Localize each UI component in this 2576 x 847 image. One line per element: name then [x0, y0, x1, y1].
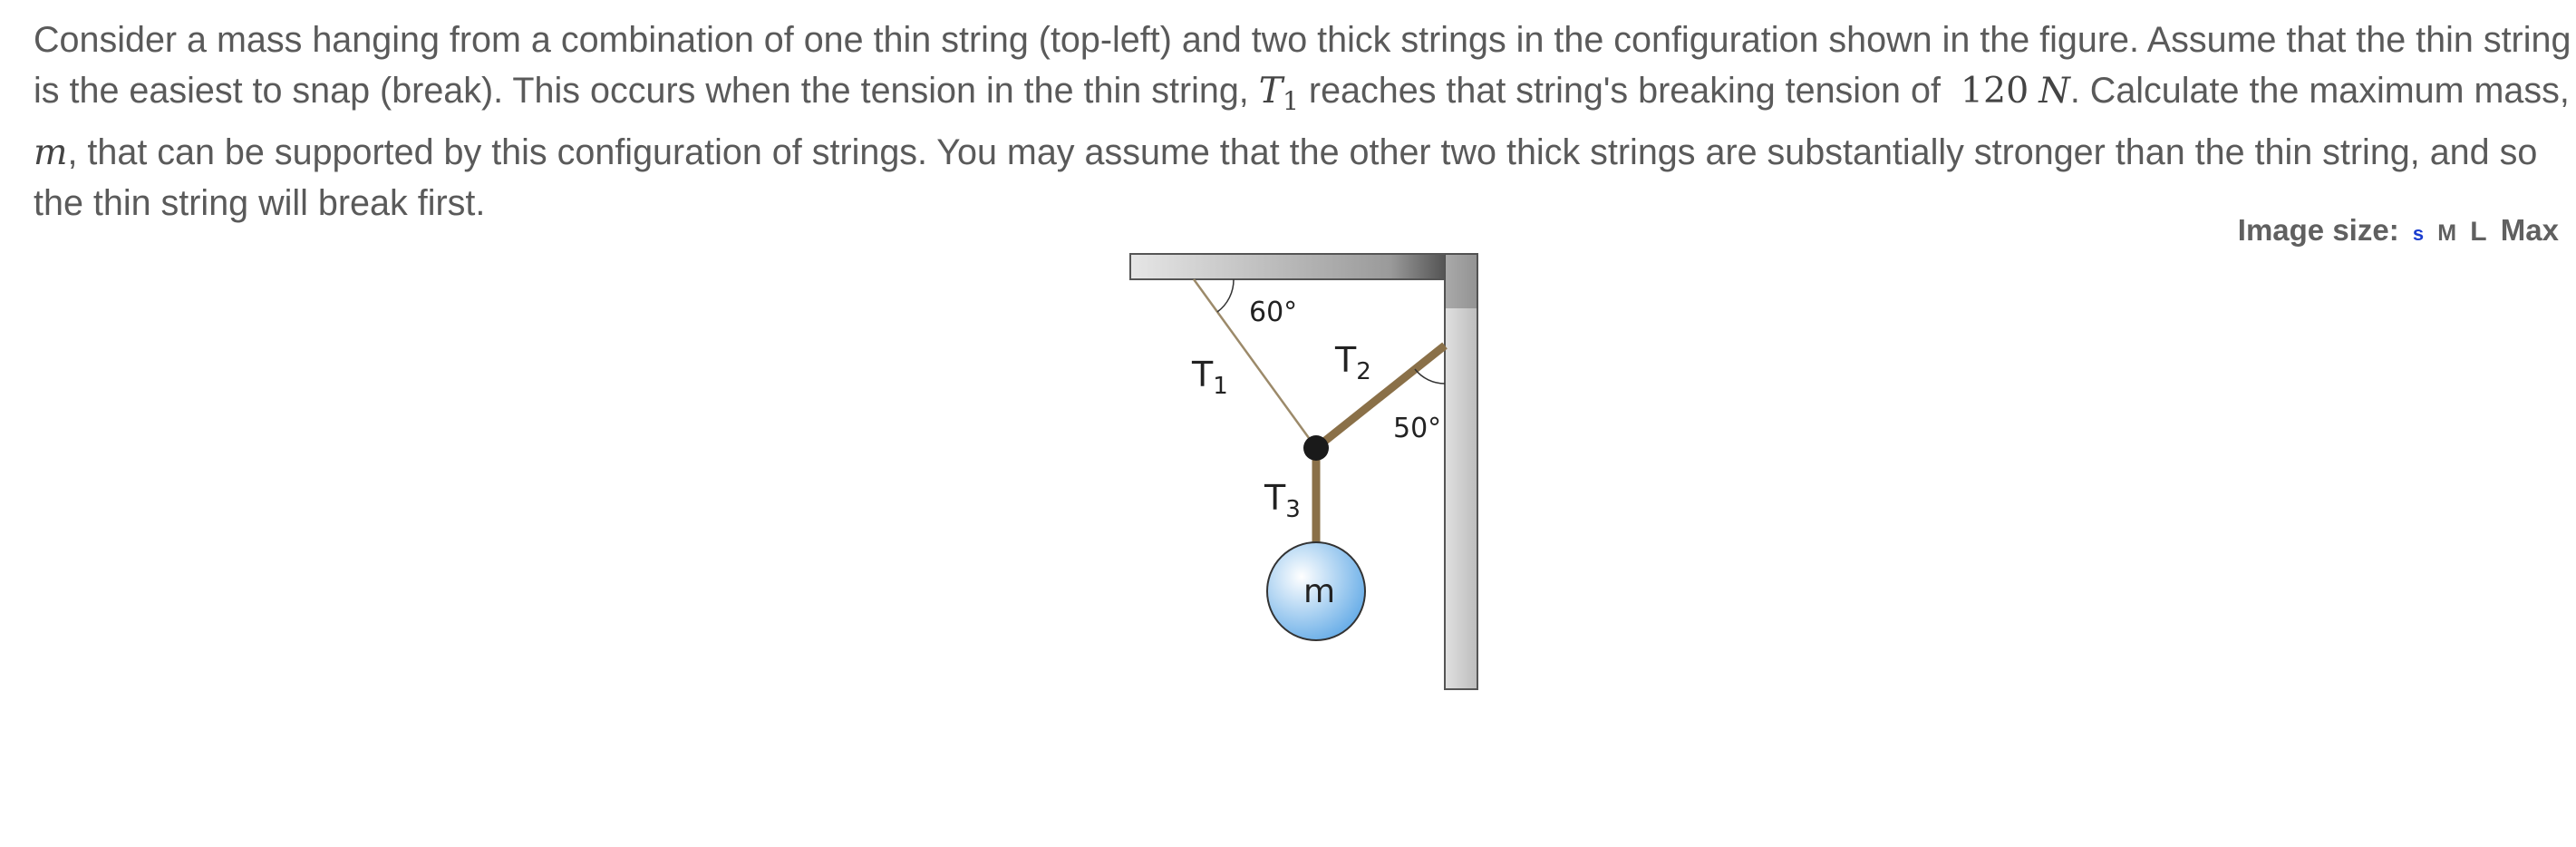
angle-label-50: 50°: [1393, 413, 1441, 444]
image-size-selector: Image size: s M L Max: [2238, 213, 2559, 248]
mass-label: m: [1303, 573, 1335, 610]
angle-arc-50: [1414, 368, 1446, 385]
image-size-large-link[interactable]: L: [2470, 217, 2487, 247]
figure-svg: 60° 50° T1 T2 T3 m: [1129, 253, 1478, 690]
tension-value: 120: [1960, 70, 2029, 112]
image-size-medium-link[interactable]: M: [2437, 220, 2457, 246]
problem-part1: Consider a mass hanging from a combinati…: [34, 20, 2571, 111]
right-wall: [1444, 253, 1478, 690]
thin-string-t1: [1192, 278, 1318, 449]
wall-shadow: [1445, 254, 1477, 308]
tension-unit: N: [2039, 70, 2070, 112]
problem-part3: . Calculate the maximum mass,: [2069, 71, 2570, 111]
angle-label-60: 60°: [1249, 297, 1297, 328]
problem-text: Consider a mass hanging from a combinati…: [34, 15, 2571, 229]
t1-symbol: T1: [1258, 70, 1299, 116]
problem-part4: , that can be supported by this configur…: [34, 132, 2538, 223]
problem-part2: reaches that string's breaking tension o…: [1298, 71, 1951, 111]
ceiling-beam: [1129, 253, 1478, 280]
t2-label: T2: [1334, 340, 1371, 385]
image-size-label: Image size:: [2237, 213, 2399, 247]
mass-symbol: m: [34, 131, 68, 173]
angle-arc-60: [1216, 278, 1235, 313]
image-size-small-link[interactable]: s: [2412, 222, 2425, 245]
t3-label: T3: [1264, 478, 1301, 523]
thick-string-t2: [1313, 342, 1448, 452]
image-size-max-link[interactable]: Max: [2500, 213, 2559, 247]
t1-label: T1: [1191, 355, 1228, 400]
hanging-mass: [1266, 541, 1366, 641]
string-tension-figure: 60° 50° T1 T2 T3 m: [1128, 252, 1478, 691]
knot: [1303, 435, 1329, 461]
